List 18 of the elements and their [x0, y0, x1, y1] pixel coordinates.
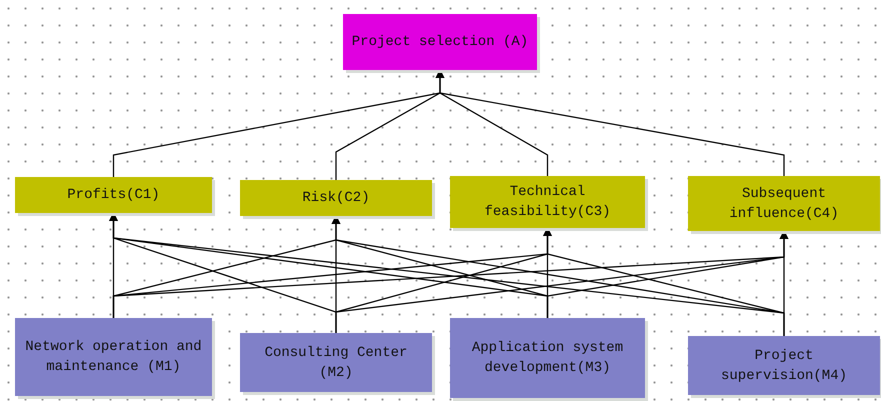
box-label: Profits(C1) [67, 186, 160, 205]
alternative-box [688, 336, 880, 395]
box-label: Project selection (A) [352, 33, 528, 52]
box-label: Technical feasibility(C3) [483, 183, 612, 222]
alternative-box [450, 318, 645, 398]
alternative-box [240, 333, 432, 392]
box-label: Consulting Center (M2) [264, 344, 408, 382]
criterion-box [688, 176, 880, 231]
goal-box [343, 14, 537, 70]
box-label: Subsequent influence(C4) [728, 184, 840, 224]
alternative-box [15, 318, 212, 396]
box-label: Network operation and maintenance (M1) [24, 338, 203, 377]
box-label: Risk(C2) [302, 189, 370, 208]
criterion-box [15, 177, 212, 213]
criterion-box [450, 176, 645, 228]
criterion-box [240, 180, 432, 216]
box-label: Application system development(M3) [470, 339, 624, 378]
box-label: Project supervision(M4) [720, 346, 848, 386]
